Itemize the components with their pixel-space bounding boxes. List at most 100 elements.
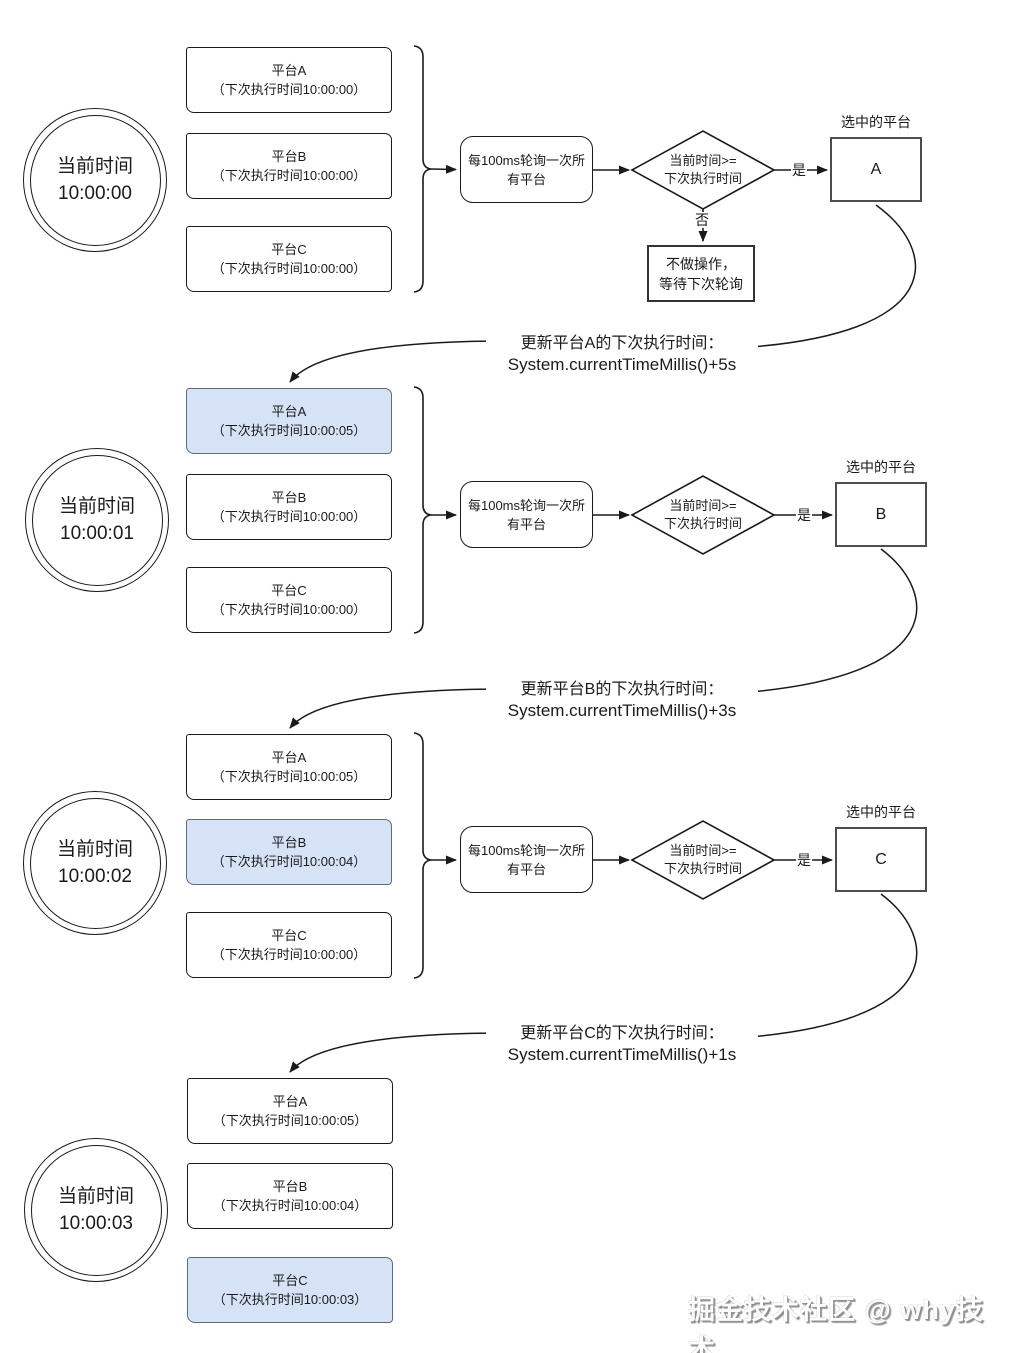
noop-line2: 等待下次轮询 (659, 275, 743, 292)
platform-next-time: （下次执行时间10:00:00） (211, 82, 367, 97)
update-curve-b-left (289, 688, 509, 729)
platform-box-c1: 平台C （下次执行时间10:00:00） (186, 226, 392, 292)
platform-name: 平台B (271, 835, 307, 850)
platform-box-c2: 平台C （下次执行时间10:00:00） (186, 567, 392, 633)
poll-label: 每100ms轮询一次所有平台 (467, 842, 586, 877)
platform-box-a2-highlighted: 平台A （下次执行时间10:00:05） (186, 388, 392, 454)
decision-text-1: 当前时间>= 下次执行时间 (633, 152, 773, 188)
annotation-update-b: 更新平台B的下次执行时间： System.currentTimeMillis()… (486, 679, 758, 722)
selected-box-c: C (835, 827, 927, 892)
platform-box-a4: 平台A （下次执行时间10:00:05） (187, 1078, 393, 1144)
platform-name: 平台C (271, 583, 307, 598)
update-curve-b-right (736, 548, 918, 694)
platform-name: 平台C (271, 928, 307, 943)
selected-caption-3: 选中的平台 (846, 804, 916, 820)
condition-line1: 当前时间>= (669, 153, 737, 168)
platform-box-c3: 平台C （下次执行时间10:00:00） (186, 912, 392, 978)
condition-line2: 下次执行时间 (663, 861, 742, 876)
yes-label-1: 是 (791, 162, 807, 178)
current-time-label: 当前时间 (58, 496, 135, 517)
platform-next-time: （下次执行时间10:00:04） (212, 1198, 368, 1213)
selected-box-b: B (835, 482, 927, 547)
current-time-clock-1: 当前时间 10:00:00 (23, 108, 167, 252)
condition-line2: 下次执行时间 (663, 171, 742, 186)
current-time-value: 10:00:03 (59, 1213, 133, 1234)
platform-name: 平台B (272, 1179, 308, 1194)
platform-name: 平台B (271, 149, 307, 164)
noop-line1: 不做操作， (666, 255, 736, 272)
update-curve-c-right (736, 893, 918, 1039)
platform-next-time: （下次执行时间10:00:04） (211, 854, 367, 869)
decision-text-3: 当前时间>= 下次执行时间 (633, 842, 773, 878)
current-time-clock-3: 当前时间 10:00:02 (23, 791, 167, 935)
platform-next-time: （下次执行时间10:00:03） (212, 1292, 368, 1307)
current-time-value: 10:00:02 (58, 866, 132, 887)
group-brace-s1 (413, 45, 432, 293)
current-time-label: 当前时间 (56, 156, 133, 177)
yes-label-2: 是 (796, 507, 812, 523)
platform-next-time: （下次执行时间10:00:00） (211, 947, 367, 962)
selected-caption-2: 选中的平台 (846, 459, 916, 475)
clock-inner-ring: 当前时间 10:00:03 (30, 1144, 162, 1276)
platform-box-b1: 平台B （下次执行时间10:00:00） (186, 133, 392, 199)
platform-box-b3-highlighted: 平台B （下次执行时间10:00:04） (186, 819, 392, 885)
selected-box-a: A (830, 137, 922, 202)
platform-next-time: （下次执行时间10:00:05） (212, 1113, 368, 1128)
poll-box-3: 每100ms轮询一次所有平台 (460, 826, 593, 893)
condition-line2: 下次执行时间 (663, 516, 742, 531)
platform-name: 平台C (272, 1273, 308, 1288)
update-curve-a-right (736, 204, 916, 349)
group-brace-s3 (413, 732, 432, 979)
current-time-clock-4: 当前时间 10:00:03 (24, 1138, 168, 1282)
poll-box-2: 每100ms轮询一次所有平台 (460, 481, 593, 548)
selected-caption-1: 选中的平台 (841, 114, 911, 130)
poll-box-1: 每100ms轮询一次所有平台 (460, 136, 593, 203)
condition-line1: 当前时间>= (669, 498, 737, 513)
clock-inner-ring: 当前时间 10:00:00 (29, 114, 161, 246)
platform-box-c4-highlighted: 平台C （下次执行时间10:00:03） (187, 1257, 393, 1323)
platform-box-b2: 平台B （下次执行时间10:00:00） (186, 474, 392, 540)
platform-box-a1: 平台A （下次执行时间10:00:00） (186, 47, 392, 113)
update-curve-a-left (289, 340, 509, 383)
annotation-line2: System.currentTimeMillis()+1s (507, 1045, 737, 1064)
platform-next-time: （下次执行时间10:00:00） (211, 509, 367, 524)
platform-name: 平台A (271, 63, 307, 78)
clock-inner-ring: 当前时间 10:00:02 (29, 797, 161, 929)
no-label-1: 否 (694, 212, 710, 228)
platform-next-time: （下次执行时间10:00:05） (211, 423, 367, 438)
current-time-value: 10:00:01 (60, 523, 134, 544)
current-time-value: 10:00:00 (58, 183, 132, 204)
platform-next-time: （下次执行时间10:00:00） (211, 261, 367, 276)
condition-line1: 当前时间>= (669, 843, 737, 858)
platform-next-time: （下次执行时间10:00:00） (211, 168, 367, 183)
annotation-line2: System.currentTimeMillis()+5s (507, 355, 737, 374)
platform-name: 平台C (271, 242, 307, 257)
platform-name: 平台A (271, 750, 307, 765)
current-time-label: 当前时间 (57, 1186, 134, 1207)
annotation-line1: 更新平台B的下次执行时间： (520, 681, 724, 698)
annotation-update-c: 更新平台C的下次执行时间： System.currentTimeMillis()… (486, 1023, 758, 1066)
platform-box-a3: 平台A （下次执行时间10:00:05） (186, 734, 392, 800)
noop-box: 不做操作， 等待下次轮询 (647, 245, 755, 302)
platform-next-time: （下次执行时间10:00:00） (211, 602, 367, 617)
platform-name: 平台A (271, 404, 307, 419)
current-time-clock-2: 当前时间 10:00:01 (25, 448, 169, 592)
poll-label: 每100ms轮询一次所有平台 (467, 152, 586, 187)
annotation-line1: 更新平台C的下次执行时间： (520, 1025, 724, 1042)
annotation-line1: 更新平台A的下次执行时间： (520, 335, 724, 352)
annotation-update-a: 更新平台A的下次执行时间： System.currentTimeMillis()… (486, 333, 758, 376)
arrow-brace-to-poll-s1 (430, 164, 457, 174)
watermark: 掘金技术社区 @ why技术 (688, 1295, 984, 1353)
decision-text-2: 当前时间>= 下次执行时间 (633, 497, 773, 533)
update-curve-c-left (289, 1032, 509, 1073)
platform-name: 平台A (272, 1094, 308, 1109)
group-brace-s2 (413, 386, 432, 634)
poll-label: 每100ms轮询一次所有平台 (467, 497, 586, 532)
platform-box-b4: 平台B （下次执行时间10:00:04） (187, 1163, 393, 1229)
current-time-label: 当前时间 (56, 839, 133, 860)
yes-label-3: 是 (796, 852, 812, 868)
clock-inner-ring: 当前时间 10:00:01 (31, 454, 163, 586)
platform-name: 平台B (271, 490, 307, 505)
